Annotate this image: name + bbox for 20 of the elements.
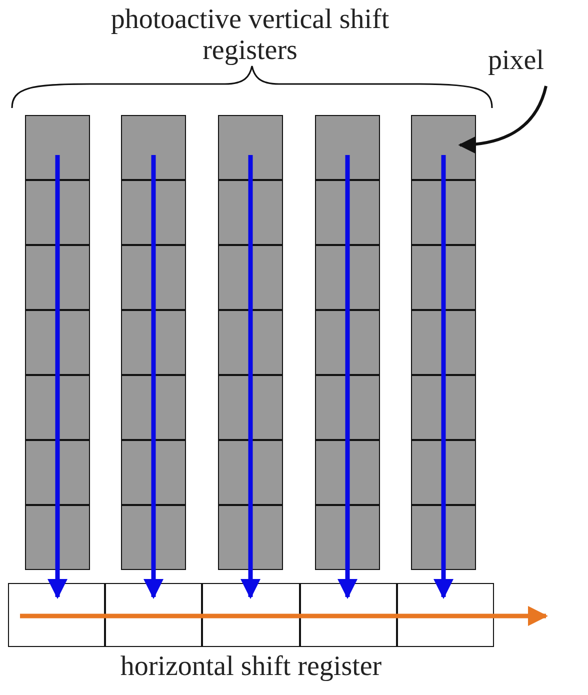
register-cell xyxy=(202,583,300,647)
pixel-column xyxy=(25,115,90,570)
arrow xyxy=(337,155,358,600)
arrow xyxy=(240,155,261,600)
callout-text: pixel xyxy=(488,46,582,82)
register-cell xyxy=(300,583,397,647)
pixel-column xyxy=(218,115,283,570)
arrow xyxy=(143,155,164,600)
heading-label: photoactive vertical shift registers xyxy=(110,4,390,67)
pixel-column xyxy=(315,115,380,570)
arrow xyxy=(433,155,454,600)
arrow xyxy=(20,606,548,626)
register-label: horizontal shift register xyxy=(119,652,383,683)
leader-line xyxy=(458,86,548,154)
register-cell xyxy=(8,583,106,647)
pixel-column xyxy=(121,115,186,570)
arrow xyxy=(47,155,68,600)
pixel-column xyxy=(411,115,476,570)
register-cell xyxy=(396,583,494,647)
register-cell xyxy=(105,583,202,647)
